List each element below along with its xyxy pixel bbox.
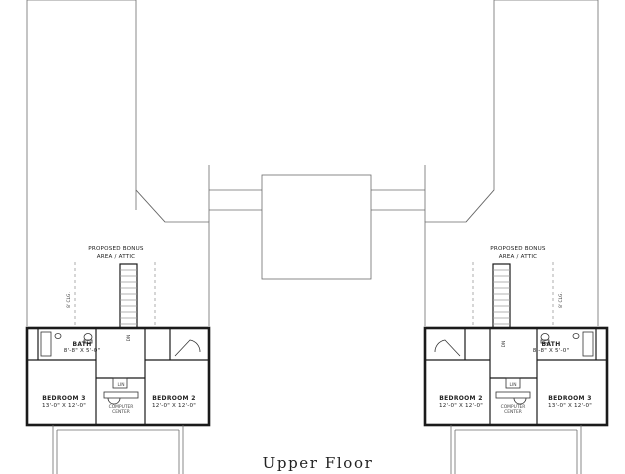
bath-size-left: 8'-8" X 5'-0"	[64, 348, 101, 354]
bedroom-name-left-b: BEDROOM 2	[152, 395, 195, 402]
bedroom-size-left-a: 13'-0" X 12'-0"	[42, 403, 86, 409]
linen-left: LIN	[117, 382, 124, 388]
left-unit	[25, 262, 211, 474]
bedroom-size-right-b: 13'-0" X 12'-0"	[548, 403, 592, 409]
bedroom-name-right-b: BEDROOM 3	[548, 395, 591, 402]
plan-title: Upper Floor	[263, 454, 374, 472]
right-unit	[423, 262, 609, 474]
stair-right	[492, 263, 511, 329]
bedroom-size-right-a: 12'-0" X 12'-0"	[439, 403, 483, 409]
bedroom-name-left-a: BEDROOM 3	[42, 395, 85, 402]
stair-dn-right: DN	[501, 341, 507, 348]
bonus-label-left-1: PROPOSED BONUS	[88, 246, 144, 252]
balcony-right	[450, 425, 582, 474]
center-roof-block	[261, 174, 372, 280]
computer-center-left-1: COMPUTER	[109, 404, 134, 410]
computer-center-right-1: COMPUTER	[501, 404, 526, 410]
computer-center-right-2: CENTER	[504, 409, 522, 415]
ceiling-note-left: 8' CLG.	[66, 292, 72, 308]
stair-dn-left: DN	[126, 335, 132, 342]
bath-size-right: 8'-8" X 5'-0"	[533, 348, 570, 354]
roof-outline-left	[26, 0, 210, 326]
linen-right: LIN	[509, 382, 516, 388]
breezeway-roof	[208, 165, 426, 280]
balcony-left	[52, 425, 184, 474]
computer-center-left-2: CENTER	[112, 409, 130, 415]
ceiling-note-right: 8' CLG.	[558, 292, 564, 308]
bonus-label-left-2: AREA / ATTIC	[97, 254, 136, 260]
stair-left	[119, 263, 138, 329]
bonus-label-right-1: PROPOSED BONUS	[490, 246, 546, 252]
bedroom-name-right-a: BEDROOM 2	[439, 395, 482, 402]
roof-outline-right	[424, 0, 599, 326]
bath-name-left: BATH	[72, 341, 91, 348]
bedroom-size-left-b: 12'-0" X 12'-0"	[152, 403, 196, 409]
bath-name-right: BATH	[541, 341, 560, 348]
bonus-label-right-2: AREA / ATTIC	[499, 254, 538, 260]
